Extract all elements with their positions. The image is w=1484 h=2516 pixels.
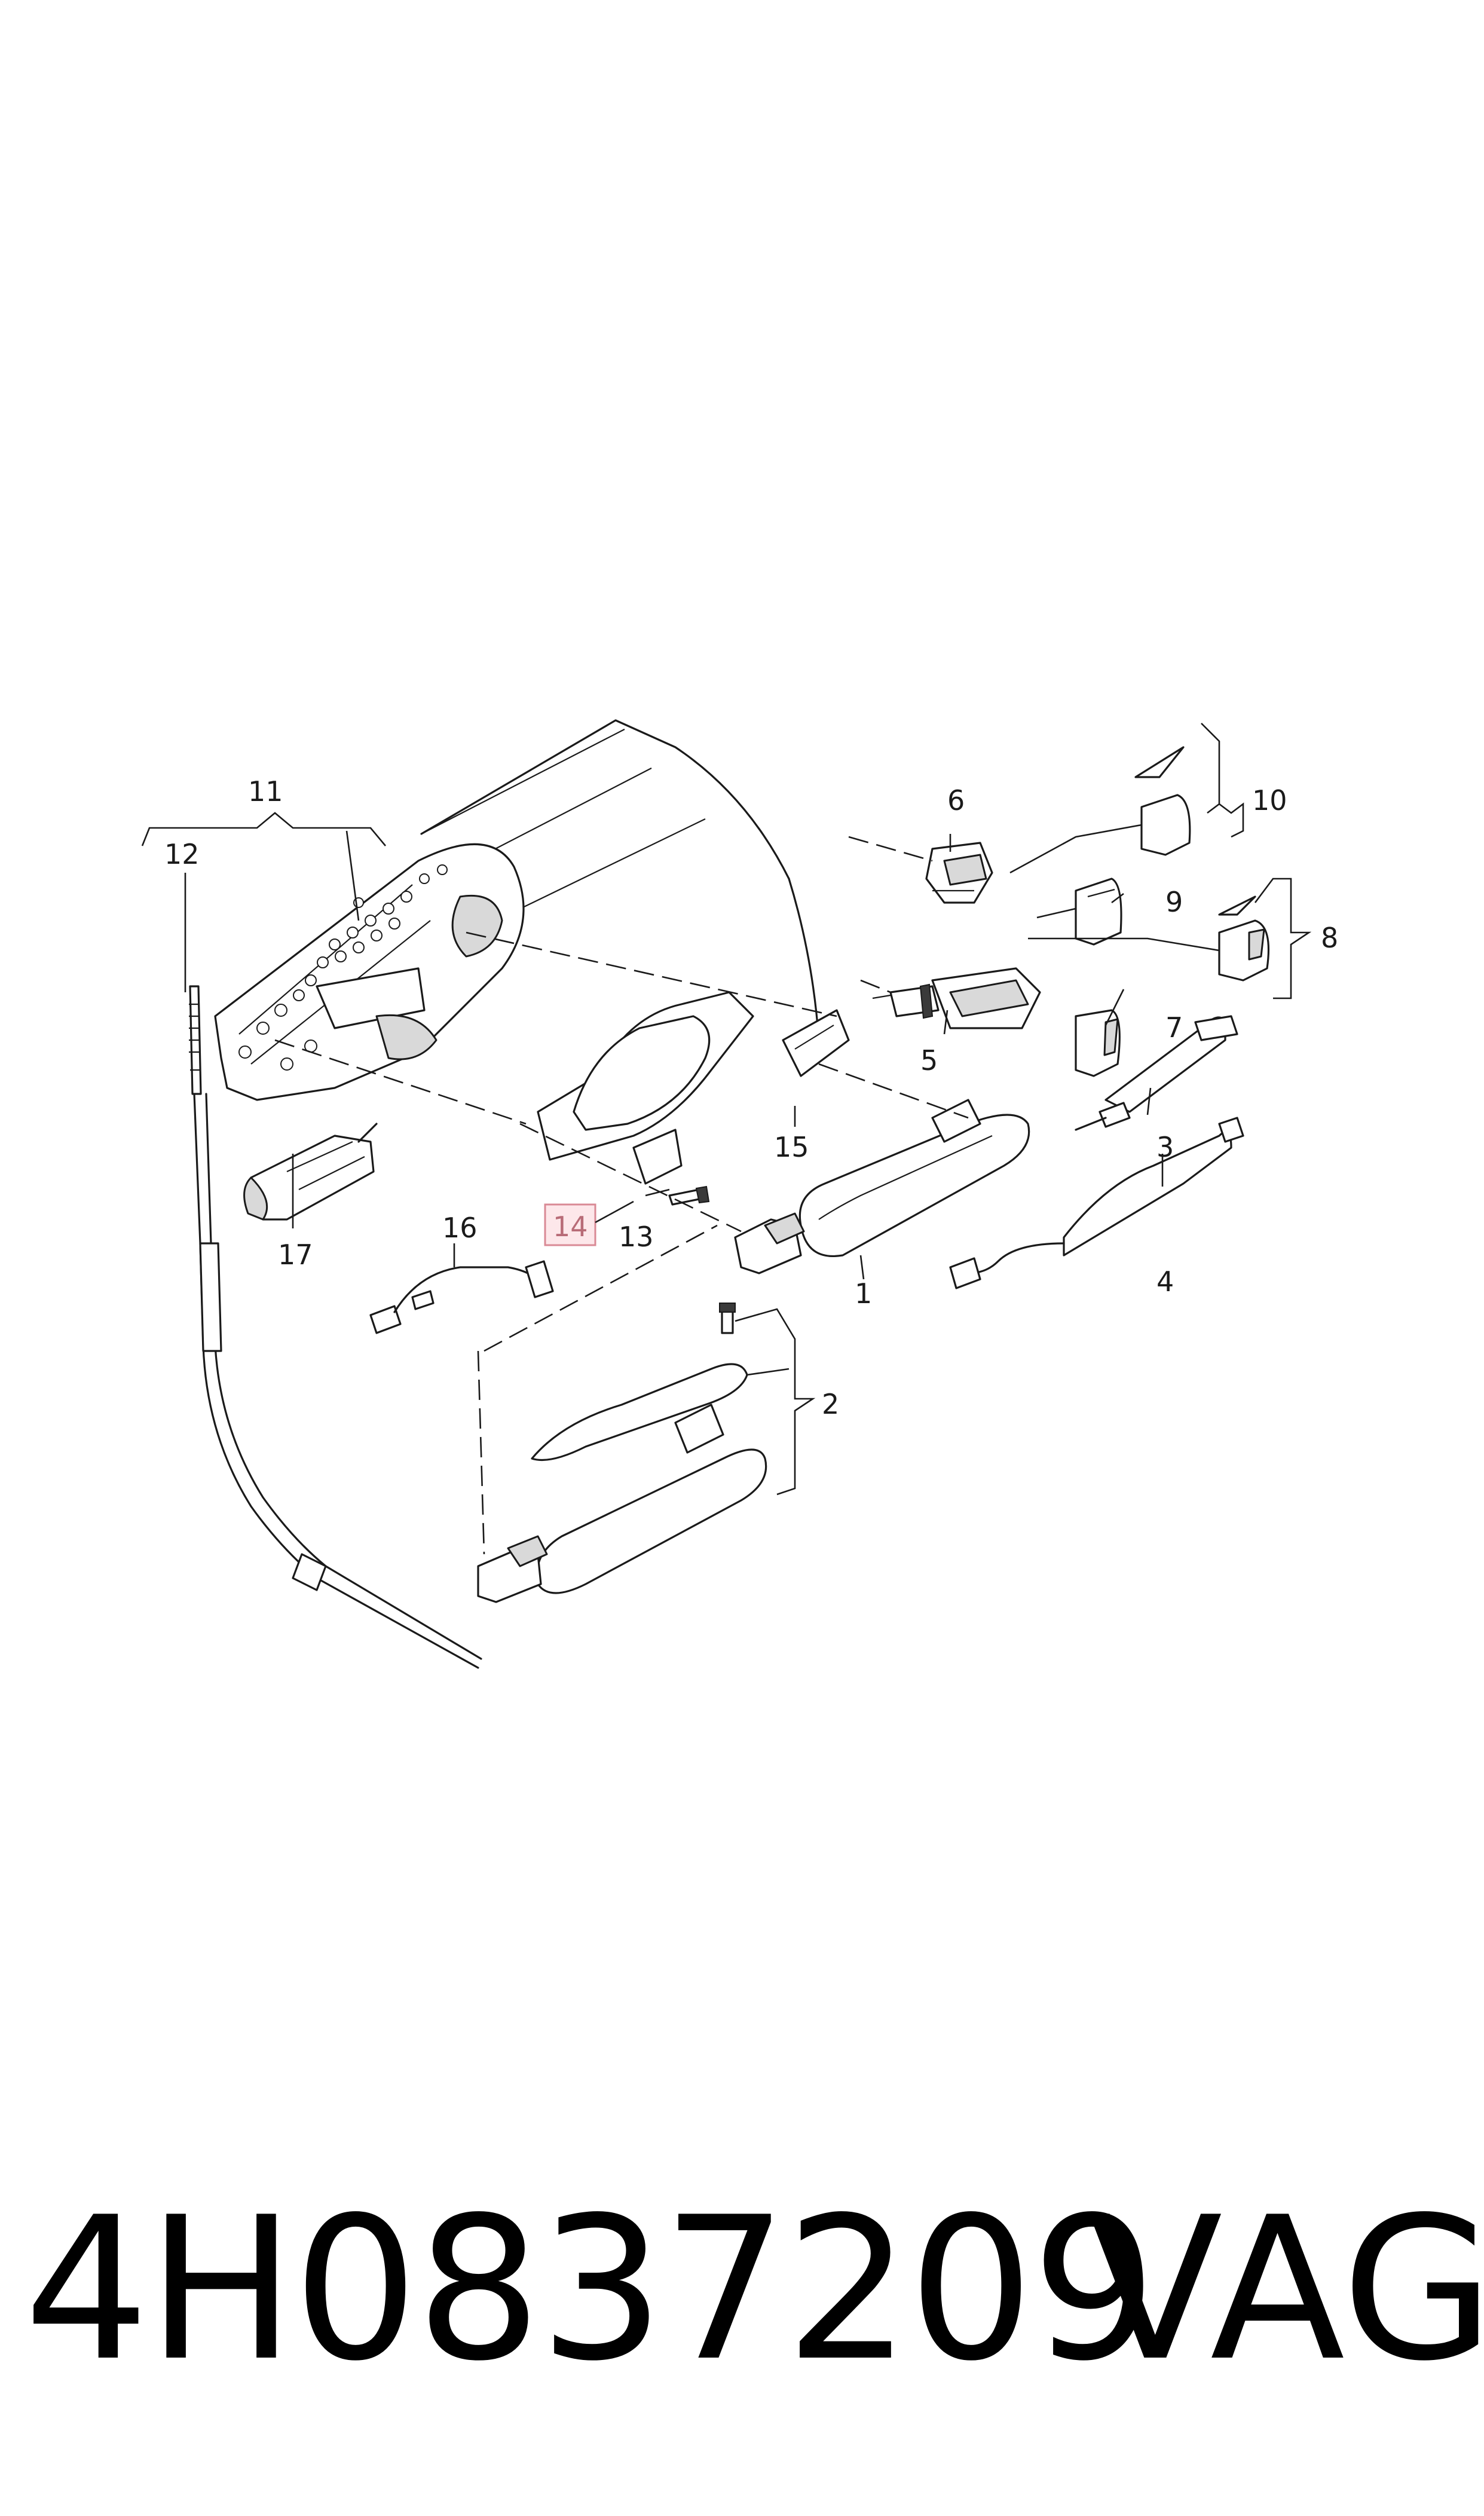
carrier-frame-holes [238,864,448,1071]
callout-4: 4 [1156,1265,1174,1298]
door-handle-main [734,1099,1030,1274]
callout-3: 3 [1156,1131,1174,1163]
callout-8: 8 [1321,922,1338,954]
callout-labels: 1 2 3 4 5 6 7 8 9 10 11 12 13 15 16 17 1… [164,775,1338,1420]
cap-8 [1218,895,1269,982]
callout-12: 12 [164,838,200,870]
callout-13: 13 [619,1221,654,1253]
part-number-label: 4H0837209 [24,2175,1157,2404]
sensor-wiring [369,1260,554,1334]
callout-14: 14 [553,1210,588,1243]
callout-9: 9 [1165,886,1183,918]
callout-17: 17 [278,1239,313,1271]
callout-16: 16 [442,1212,478,1244]
callout-5: 5 [920,1044,938,1077]
door-handle-set [477,1303,767,1603]
callout-15: 15 [774,1131,809,1163]
callout-10: 10 [1252,784,1287,817]
callout-6: 6 [947,784,965,817]
bowden-cable [189,985,482,1669]
lock-housing [925,842,993,904]
leader-lines [141,723,1312,1496]
screw [668,1185,710,1206]
callout-2: 2 [822,1388,839,1420]
callout-14-highlight: 14 [544,1203,596,1246]
lock-cylinder [872,967,1041,1029]
brand-label: VAG [1088,2175,1484,2404]
callout-7: 7 [1165,1011,1183,1044]
cap-9 [1075,878,1122,946]
cap-10 [1134,746,1191,856]
door-escutcheon-gasket [537,991,850,1185]
alignment-lines [274,836,969,1555]
electrical-connector [243,1123,378,1221]
handle-carrier-frame [214,843,525,1101]
callout-1: 1 [855,1277,872,1310]
handle-cover-with-sensor [1075,1015,1238,1131]
callout-11: 11 [248,775,283,808]
highlight-box [544,1203,596,1246]
door-panel-outline [420,719,820,1041]
handle-sensor-strip [949,1117,1244,1289]
cap-7 [1075,1009,1121,1077]
